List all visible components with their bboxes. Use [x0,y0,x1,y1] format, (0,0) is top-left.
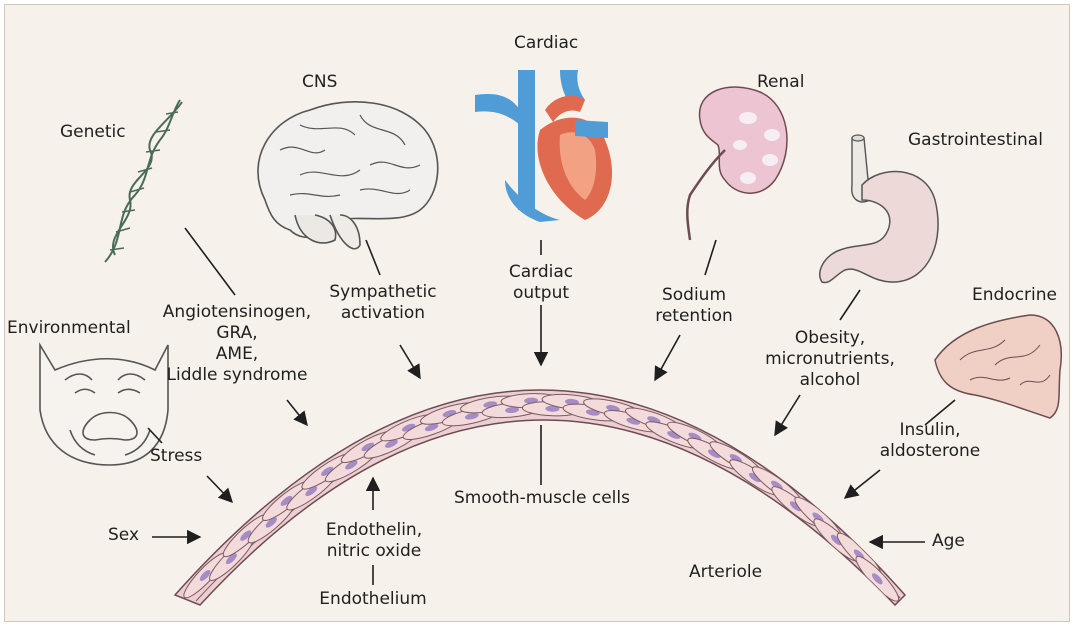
genetic-arrow [287,400,307,425]
factor-endocrine: Insulin, aldosterone [870,420,990,462]
factor-renal: Sodium retention [648,285,740,327]
mask-icon [40,345,168,465]
label-endocrine: Endocrine [972,285,1057,306]
label-sex: Sex [108,525,139,546]
cns-arrow [400,345,420,378]
renal-line [705,240,716,275]
genetic-line [185,228,235,295]
label-gastrointestinal: Gastrointestinal [908,130,1043,151]
cns-line [366,240,380,275]
label-environmental: Environmental [7,318,131,339]
label-endothelium: Endothelium [313,589,433,610]
gi-arrow [775,395,800,435]
gland-icon [935,315,1061,418]
factor-environmental: Stress [150,446,202,467]
label-endothelin: Endothelin, nitric oxide [315,520,433,562]
label-age: Age [932,531,965,552]
label-cns: CNS [302,72,337,93]
label-cardiac: Cardiac [514,33,578,54]
kidney-icon [687,87,787,240]
gi-line [840,290,860,320]
label-smooth-muscle-cells: Smooth-muscle cells [437,488,647,509]
brain-icon [258,102,438,249]
label-renal: Renal [757,72,804,93]
factor-cardiac: Cardiac output [495,262,587,304]
heart-icon [475,70,612,222]
label-arteriole: Arteriole [689,562,762,583]
label-genetic: Genetic [60,122,126,143]
renal-arrow [655,335,680,380]
factor-cns: Sympathetic activation [318,282,448,324]
endocrine-arrow [845,470,880,498]
stomach-icon [820,135,938,283]
factor-gastrointestinal: Obesity, micronutrients, alcohol [760,328,900,391]
factor-genetic: Angiotensinogen, GRA, AME, Liddle syndro… [152,302,322,386]
stress-arrow [207,476,232,502]
